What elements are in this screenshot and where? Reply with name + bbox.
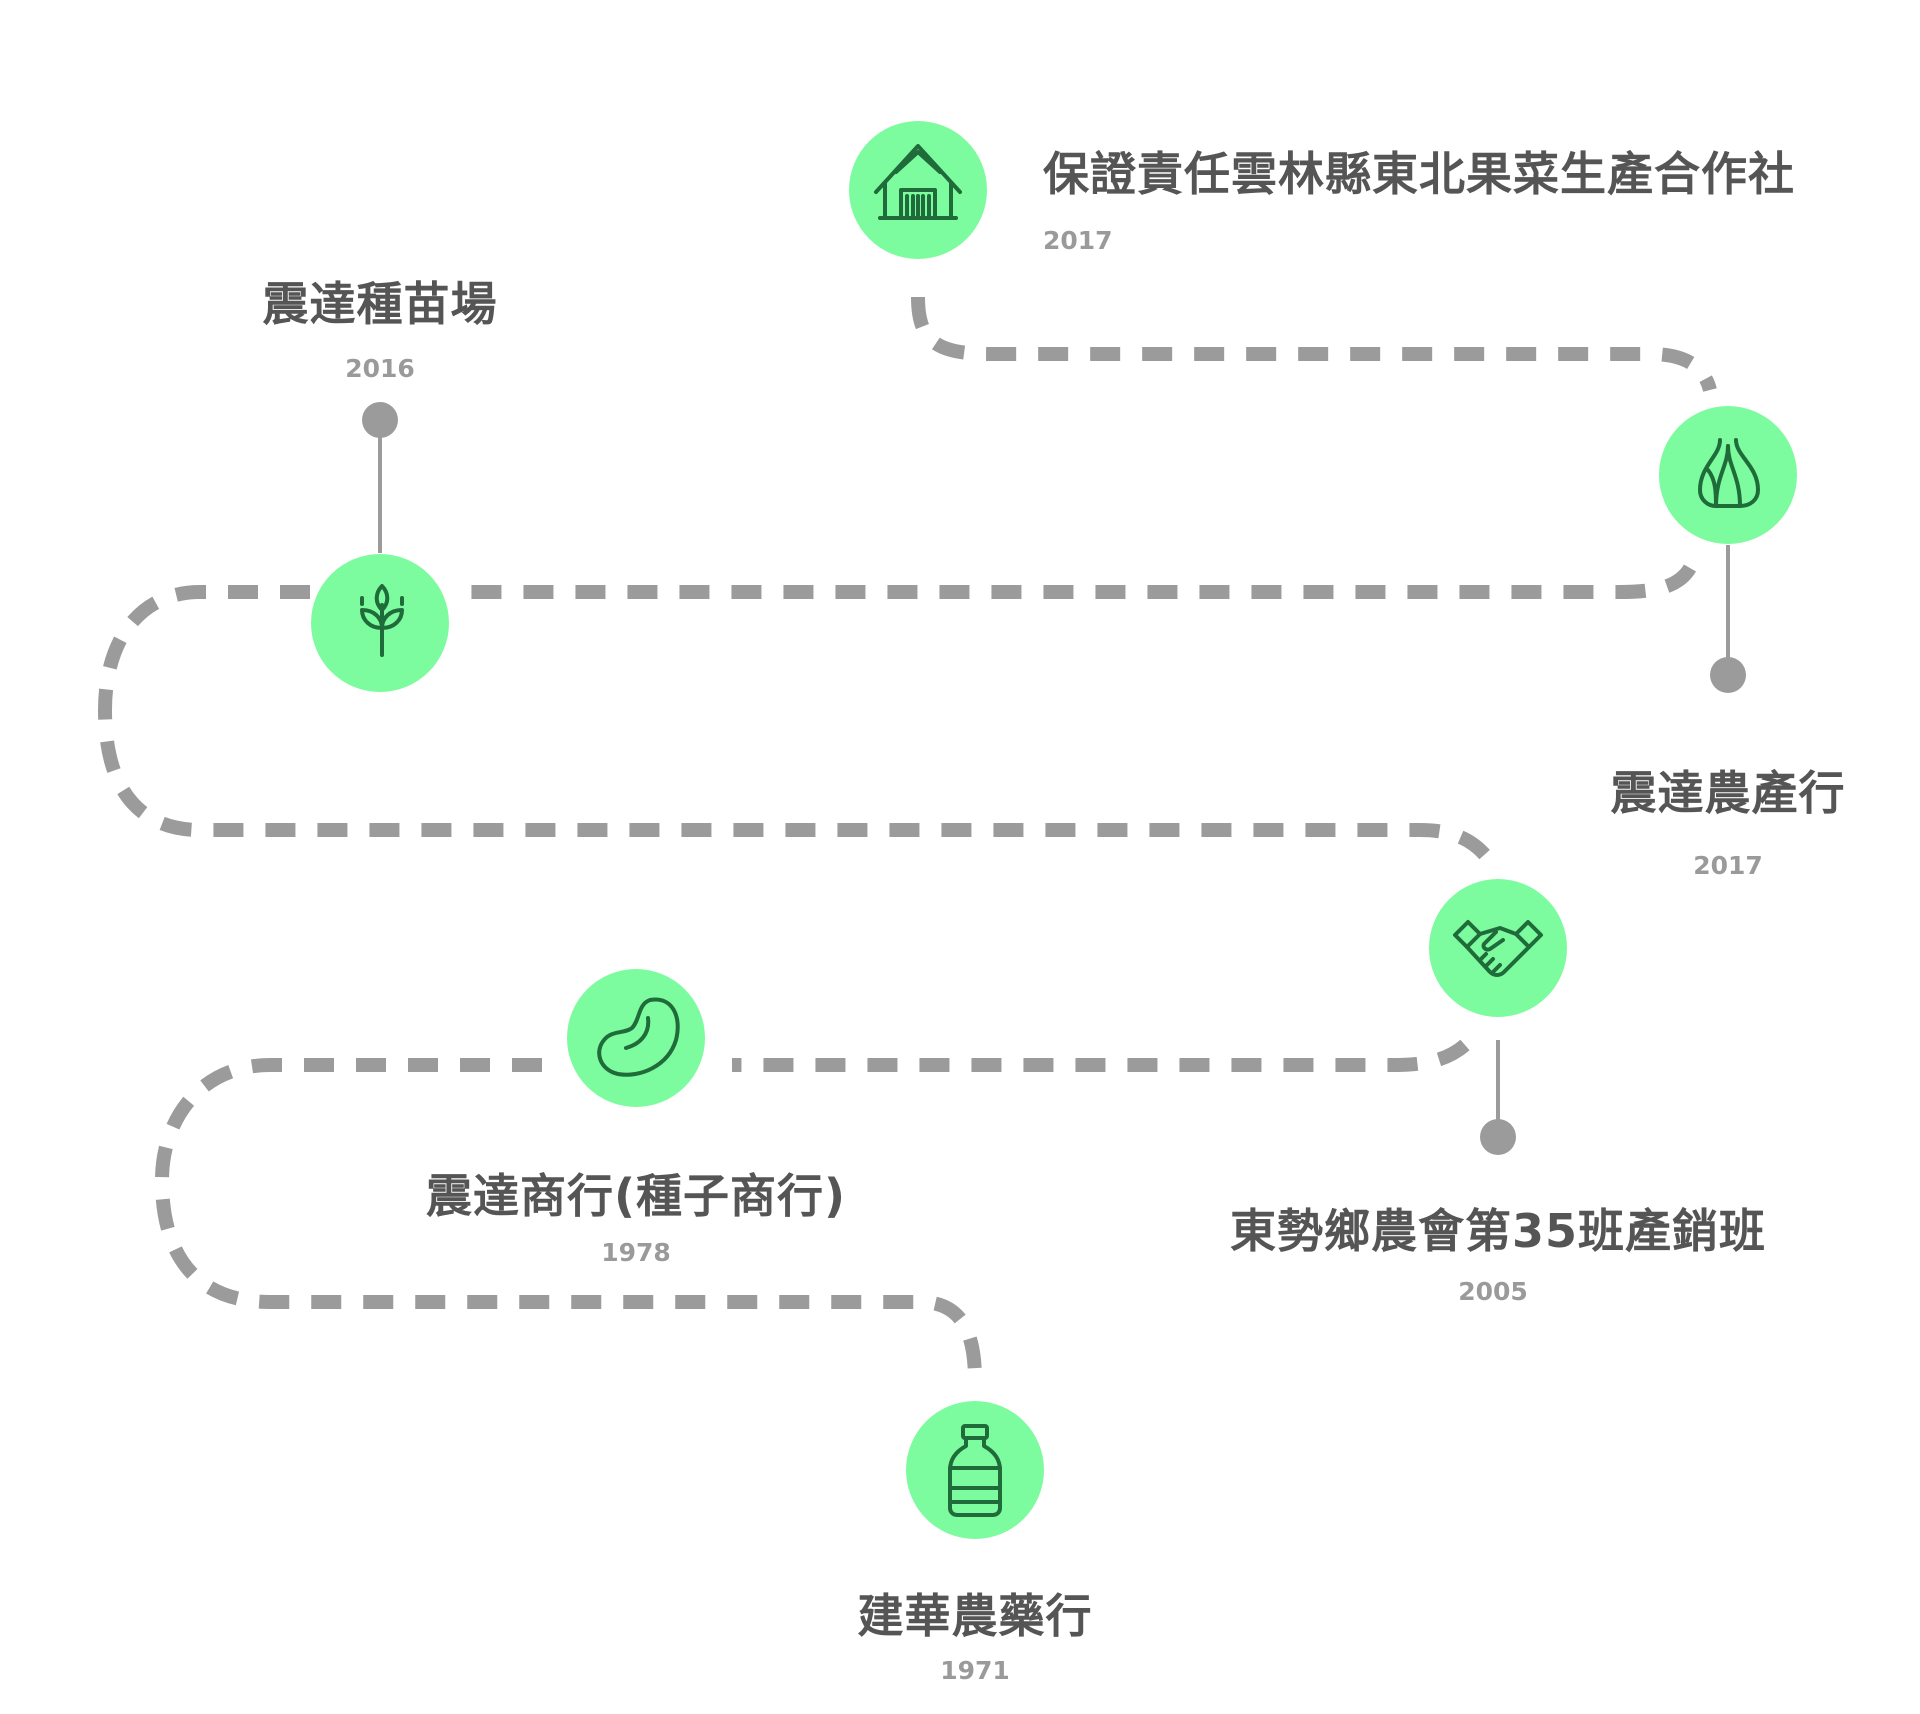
handshake-icon [1453,920,1543,977]
milestone-year: 2017 [1043,226,1113,255]
node-seed-store [567,969,705,1107]
milestone-year: 2016 [345,354,415,383]
path-segment-4 [732,1039,1470,1072]
timeline-path [97,296,1717,1381]
path-segment-1 [911,296,1717,393]
milestone-label-pesticide-store: 建華農藥行 1971 [825,1580,1125,1685]
node-seedling-farm [311,554,449,692]
milestone-label-produce-store: 震達農產行 2017 [1578,757,1878,880]
node-cooperative [849,121,987,259]
milestone-year: 2005 [1458,1277,1528,1306]
node-farmers-group [1429,879,1567,1017]
milestone-label-farmers-group: 東勢鄉農會第35班產銷班 2005 [1198,1195,1798,1306]
milestone-name: 保證責任雲林縣東北果菜生產合作社 [1043,147,1795,201]
milestone-name: 東勢鄉農會第35班產銷班 [1229,1204,1766,1258]
milestone-label-seed-store: 震達商行(種子商行) 1978 [386,1160,886,1267]
path-segment-5 [154,1058,982,1381]
milestone-year: 1971 [940,1656,1010,1685]
milestone-year: 1978 [601,1238,671,1267]
pesticide-bottle-icon [948,1424,1002,1517]
milestone-name: 震達種苗場 [262,277,498,331]
milestone-name: 震達農產行 [1610,766,1846,820]
milestone-name: 震達商行(種子商行) [425,1169,847,1223]
milestone-label-cooperative: 保證責任雲林縣東北果菜生產合作社 2017 [1043,138,1795,255]
node-produce-store [1659,406,1797,544]
garlic-icon [1698,438,1760,508]
pin-dot-farmers-group [1480,1119,1516,1155]
milestone-year: 2017 [1693,851,1763,880]
pin-dot-produce-store [1710,657,1746,693]
wheat-sprout-icon [360,584,404,657]
node-pesticide-store [906,1401,1044,1539]
milestone-label-seedling-farm: 震達種苗場 2016 [230,268,530,383]
pin-dots [362,402,1746,1155]
pin-dot-seedling-farm [362,402,398,438]
milestone-name: 建華農藥行 [857,1589,1093,1643]
path-segment-2 [460,564,1697,599]
path-segment-3 [97,585,1491,860]
barn-icon [874,144,962,220]
bean-icon [597,997,680,1077]
